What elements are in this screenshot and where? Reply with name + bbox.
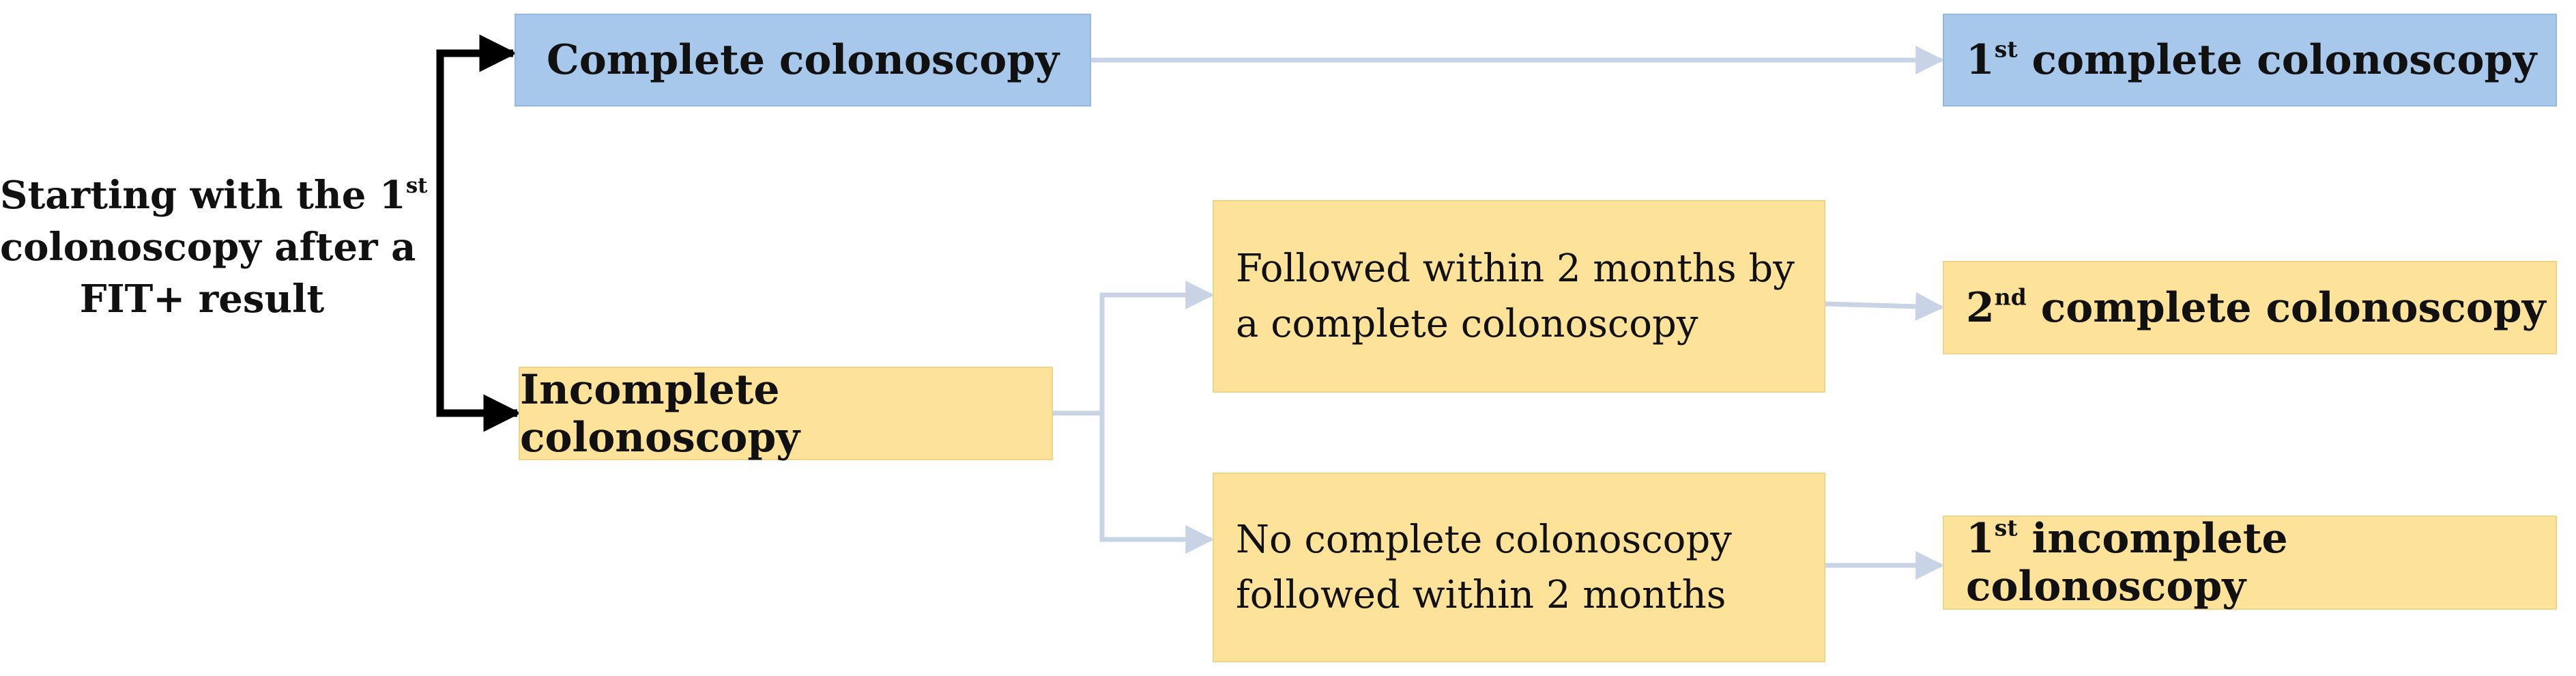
followed-within-line-1: Followed within 2 months by — [1236, 246, 1795, 291]
followed-within-box: Followed within 2 months by a complete c… — [1213, 200, 1825, 393]
second-complete-outcome-box: 2nd complete colonoscopy — [1943, 261, 2557, 354]
complete-colonoscopy-label: Complete colonoscopy — [546, 36, 1060, 84]
start-to-complete-arrow — [436, 34, 517, 311]
first-incomplete-outcome-box: 1st incomplete colonoscopy — [1943, 514, 2557, 610]
start-to-incomplete-arrow — [436, 311, 521, 432]
start-label-superscript: st — [405, 173, 428, 198]
no-complete-box: No complete colonoscopy followed within … — [1213, 473, 1825, 662]
second-complete-outcome-label: 2nd complete colonoscopy — [1966, 283, 2546, 332]
no-complete-line-1: No complete colonoscopy — [1236, 517, 1732, 562]
followed-to-second-complete-arrow — [1825, 292, 1945, 321]
start-label-line-2: colonoscopy after a — [0, 225, 416, 270]
incomplete-to-no-complete-arrow — [1099, 413, 1215, 554]
start-label-line-3: FIT+ result — [79, 277, 325, 322]
first-incomplete-outcome-label: 1st incomplete colonoscopy — [1966, 514, 2288, 610]
no-complete-line-2: followed within 2 months — [1236, 573, 1726, 617]
incomplete-to-followed-arrow — [1053, 281, 1215, 416]
followed-within-line-2: a complete colonoscopy — [1236, 302, 1698, 346]
start-label: Starting with the 1st colonoscopy after … — [0, 169, 428, 325]
first-complete-outcome-label: 1st complete colonoscopy — [1966, 36, 2537, 84]
first-complete-outcome-box: 1st complete colonoscopy — [1943, 14, 2557, 107]
complete-colonoscopy-box: Complete colonoscopy — [515, 14, 1091, 107]
incomplete-colonoscopy-label: Incomplete colonoscopy — [520, 365, 800, 462]
incomplete-colonoscopy-box: Incomplete colonoscopy — [519, 365, 1053, 462]
start-label-line-1: Starting with the 1st — [0, 173, 428, 218]
